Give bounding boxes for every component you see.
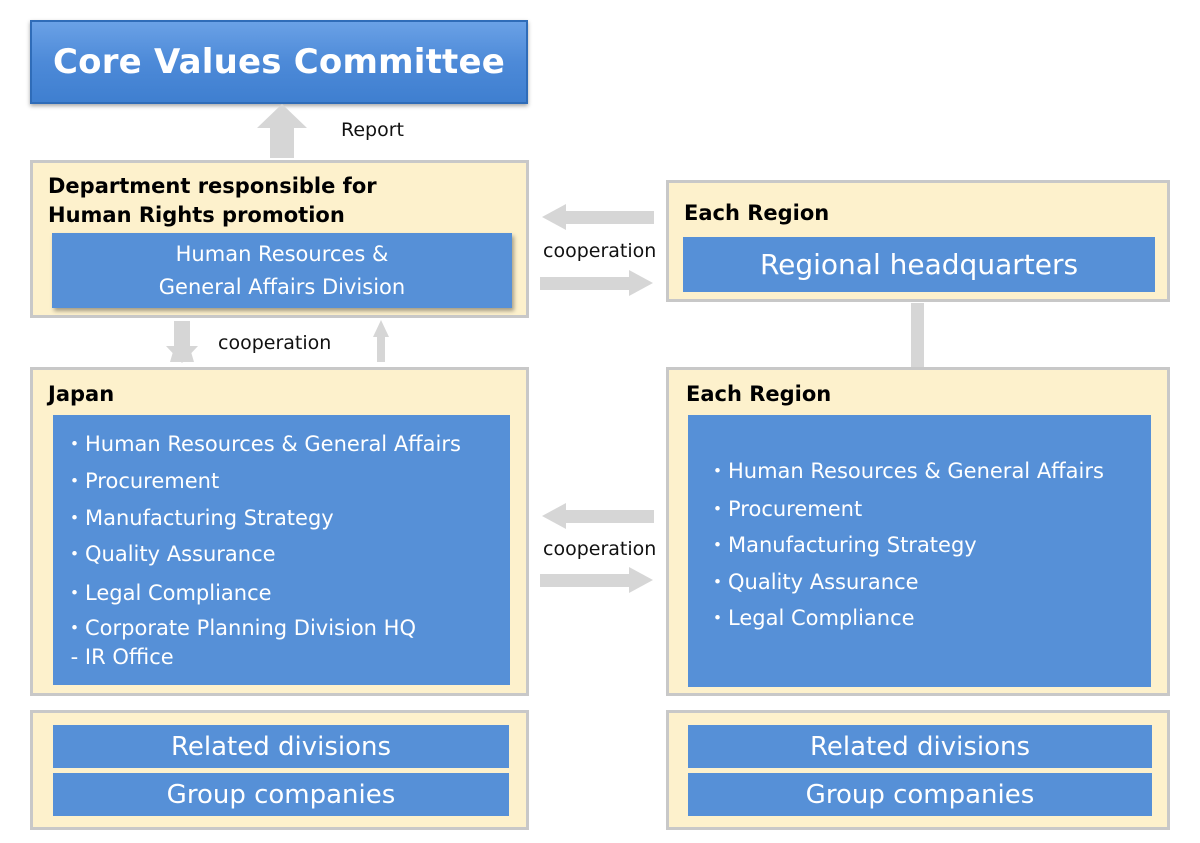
core-values-committee-box: Core Values Committee <box>30 20 528 104</box>
japan-item-quality: ・Quality Assurance <box>64 542 276 566</box>
department-heading-line1: Department responsible for <box>48 174 377 198</box>
region-item-hr: ・Human Resources & General Affairs <box>707 459 1104 483</box>
cooperation-left-arrow-top <box>542 204 654 230</box>
cooperation-up-arrow <box>373 320 389 362</box>
division-line1: Human Resources & <box>175 241 389 266</box>
japan-panel: Japan ・Human Resources & General Affairs… <box>30 367 529 696</box>
report-label: Report <box>341 119 404 141</box>
hr-ga-division-box: Human Resources & General Affairs Divisi… <box>52 233 512 308</box>
japan-item-corporate-planning: ・Corporate Planning Division HQ <box>64 616 416 640</box>
cooperation-down-arrow-shaft <box>166 321 198 363</box>
japan-heading: Japan <box>48 382 115 406</box>
japan-related-panel: Related divisions Group companies <box>30 710 529 830</box>
committee-title: Core Values Committee <box>52 42 505 82</box>
department-heading-line2: Human Rights promotion <box>48 203 345 227</box>
japan-item-manufacturing: ・Manufacturing Strategy <box>64 506 334 530</box>
cooperation-label-top: cooperation <box>543 240 657 262</box>
related-divisions-box-left: Related divisions <box>53 725 509 768</box>
cooperation-right-arrow-top <box>540 270 653 296</box>
region-related-panel: Related divisions Group companies <box>666 710 1170 830</box>
region-item-manufacturing: ・Manufacturing Strategy <box>707 533 977 557</box>
region-functions-box: ・Human Resources & General Affairs ・Proc… <box>688 415 1151 687</box>
japan-item-procurement: ・Procurement <box>64 469 220 493</box>
japan-item-ir-office: - IR Office <box>64 645 174 669</box>
cooperation-right-arrow-bottom <box>540 567 653 593</box>
region-function-list: ・Human Resources & General Affairs ・Proc… <box>688 415 1151 638</box>
regional-headquarters-box: Regional headquarters <box>683 237 1155 292</box>
department-panel: Department responsible for Human Rights … <box>30 160 529 318</box>
japan-item-legal: ・Legal Compliance <box>64 581 272 605</box>
group-companies-box-left: Group companies <box>53 773 509 816</box>
japan-function-list: ・Human Resources & General Affairs ・Proc… <box>53 415 510 678</box>
region-panel: Each Region ・Human Resources & General A… <box>666 367 1170 696</box>
division-line2: General Affairs Division <box>158 274 406 299</box>
group-companies-box-right: Group companies <box>688 773 1152 816</box>
cooperation-label-middle: cooperation <box>218 332 332 354</box>
japan-item-hr: ・Human Resources & General Affairs <box>64 432 461 456</box>
report-up-arrow <box>257 104 307 158</box>
region-hq-heading: Each Region <box>684 201 830 225</box>
region-item-legal: ・Legal Compliance <box>707 606 915 630</box>
japan-functions-box: ・Human Resources & General Affairs ・Proc… <box>53 415 510 685</box>
region-connector-bar <box>911 303 924 367</box>
cooperation-left-arrow-bottom <box>542 503 654 529</box>
region-item-procurement: ・Procurement <box>707 497 863 521</box>
region-heading: Each Region <box>686 382 832 406</box>
region-item-quality: ・Quality Assurance <box>707 570 919 594</box>
related-divisions-box-right: Related divisions <box>688 725 1152 768</box>
region-hq-panel: Each Region Regional headquarters <box>666 180 1170 302</box>
department-heading: Department responsible for Human Rights … <box>48 172 377 230</box>
cooperation-label-bottom: cooperation <box>543 538 657 560</box>
